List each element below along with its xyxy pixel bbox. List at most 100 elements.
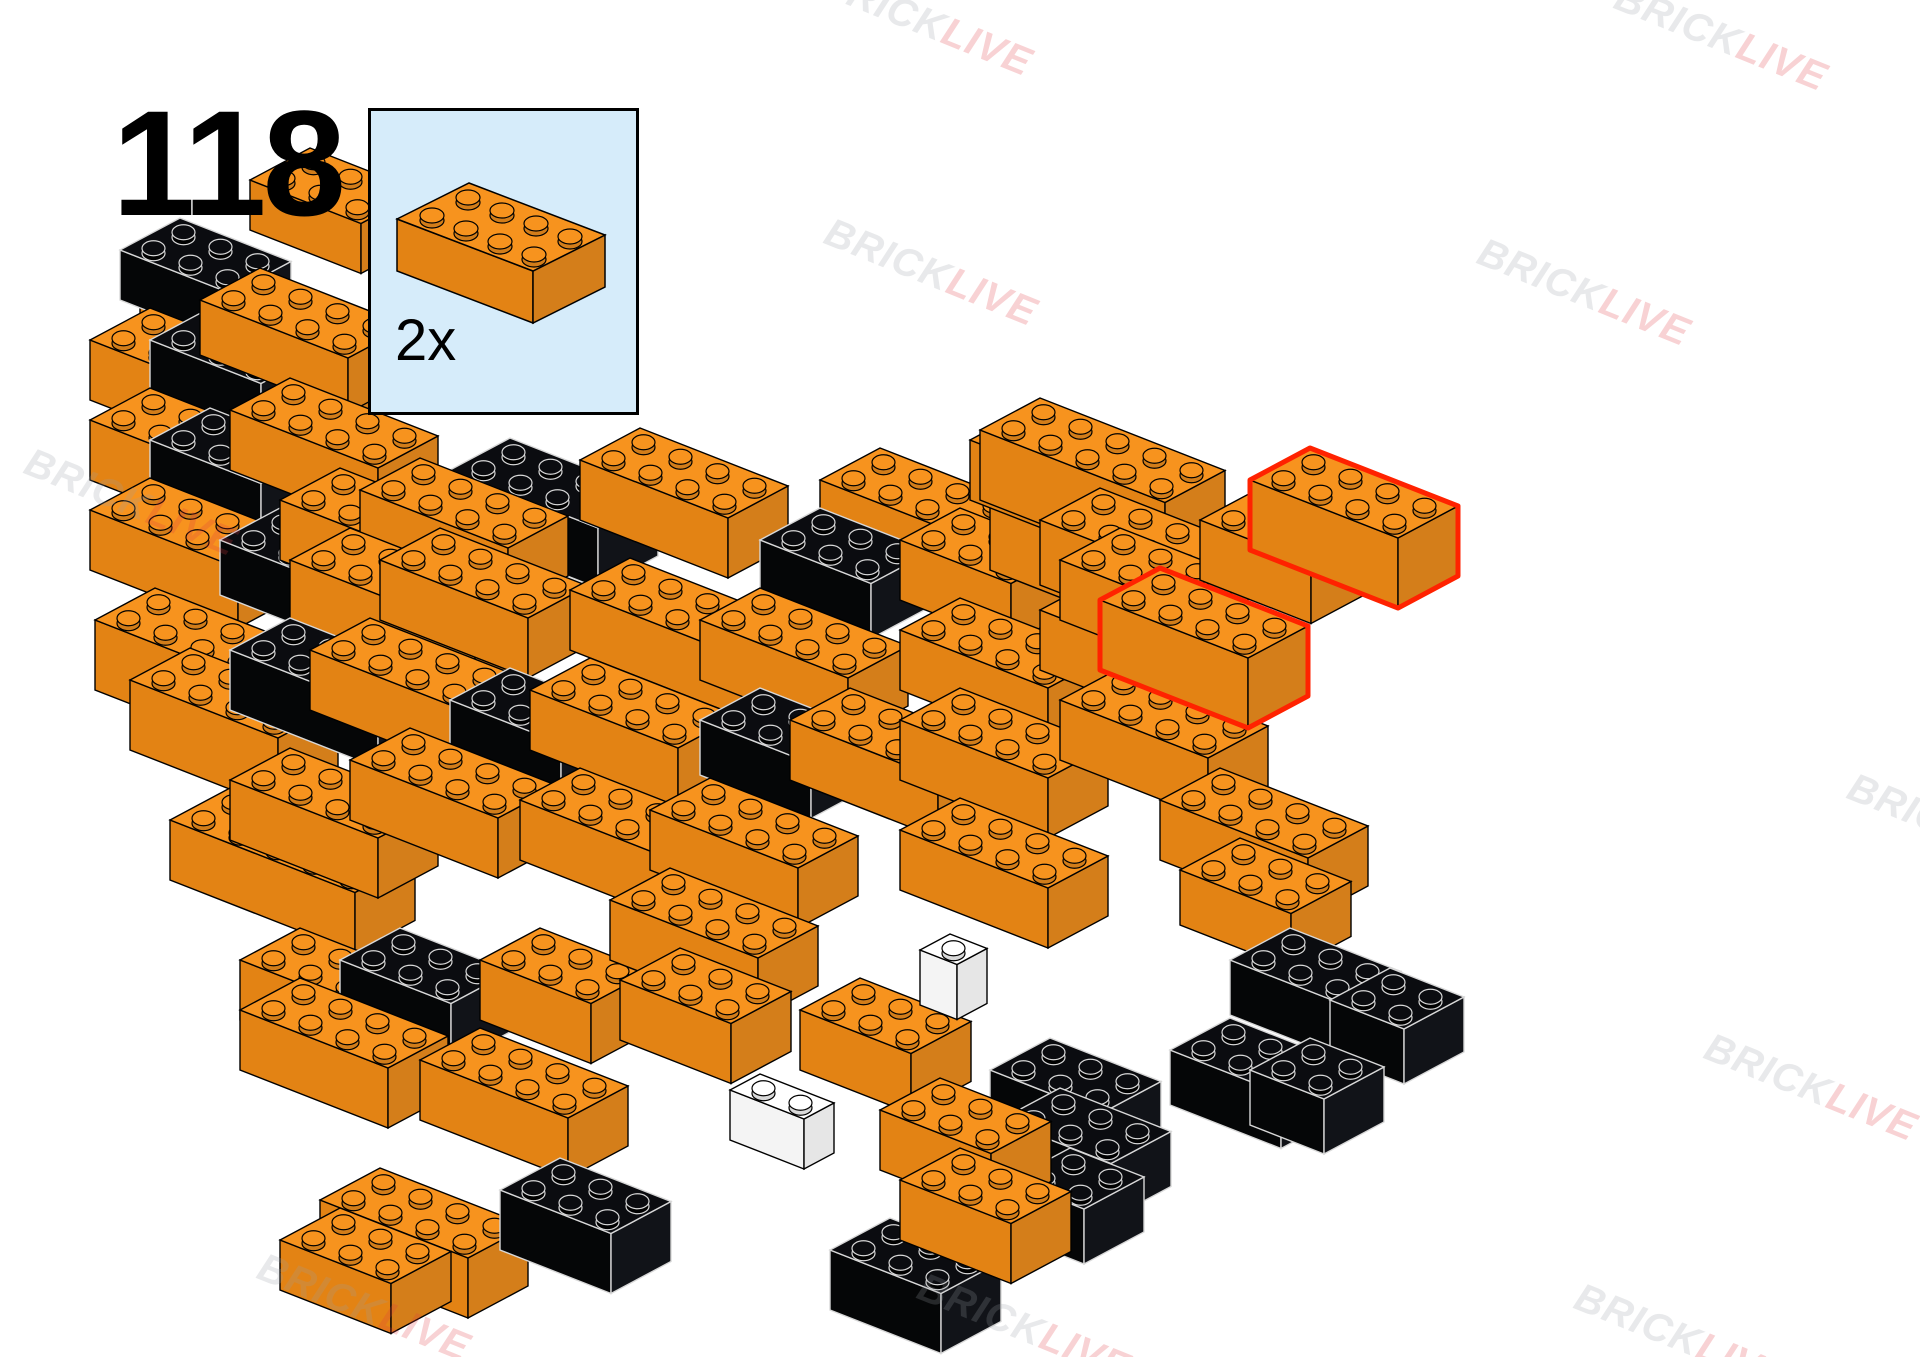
stud bbox=[435, 653, 460, 675]
stud bbox=[455, 509, 480, 531]
stud bbox=[431, 534, 456, 556]
stud bbox=[171, 430, 196, 452]
stud bbox=[958, 834, 983, 856]
stud bbox=[878, 708, 903, 730]
stud bbox=[1091, 494, 1116, 516]
stud bbox=[638, 464, 663, 486]
stud bbox=[628, 594, 653, 616]
stud bbox=[1301, 454, 1326, 476]
stud bbox=[471, 690, 496, 712]
stud bbox=[341, 534, 366, 556]
stud bbox=[742, 933, 767, 955]
stud bbox=[381, 480, 406, 502]
stud bbox=[258, 304, 283, 326]
stud bbox=[1228, 1054, 1253, 1076]
stud bbox=[438, 748, 463, 770]
stud bbox=[411, 464, 436, 486]
stud bbox=[615, 819, 640, 841]
stud bbox=[708, 968, 733, 990]
stud bbox=[758, 624, 783, 646]
stud bbox=[178, 498, 203, 520]
brick-62 bbox=[498, 1157, 673, 1295]
stud bbox=[811, 710, 836, 732]
stud bbox=[141, 314, 166, 336]
stud bbox=[848, 724, 873, 746]
stud bbox=[335, 1029, 360, 1051]
stud bbox=[658, 578, 683, 600]
stud bbox=[1125, 1123, 1150, 1145]
highlight-outline bbox=[1247, 445, 1461, 611]
stud bbox=[1232, 633, 1257, 655]
stud bbox=[795, 639, 820, 661]
brick-46 bbox=[1328, 967, 1466, 1086]
stud bbox=[291, 984, 316, 1006]
stud bbox=[1221, 1024, 1246, 1046]
stud bbox=[191, 810, 216, 832]
stud bbox=[858, 1014, 883, 1036]
stud bbox=[921, 710, 946, 732]
stud bbox=[181, 654, 206, 676]
stud bbox=[788, 1094, 813, 1116]
stud bbox=[475, 763, 500, 785]
stud bbox=[995, 1199, 1020, 1221]
stud bbox=[925, 1013, 950, 1035]
brick-59 bbox=[418, 1027, 630, 1180]
stud bbox=[671, 954, 696, 976]
stud bbox=[365, 1013, 390, 1035]
stud bbox=[915, 499, 940, 521]
stud bbox=[665, 609, 690, 631]
stud bbox=[951, 514, 976, 536]
stud bbox=[208, 238, 233, 260]
stud bbox=[921, 820, 946, 842]
stud bbox=[1032, 753, 1057, 775]
stud bbox=[1322, 817, 1347, 839]
stud bbox=[301, 1230, 326, 1252]
stud bbox=[571, 774, 596, 796]
stud bbox=[438, 564, 463, 586]
stud bbox=[908, 468, 933, 490]
stud bbox=[775, 813, 800, 835]
stud bbox=[251, 640, 276, 662]
stud bbox=[1375, 483, 1400, 505]
stud bbox=[901, 1100, 926, 1122]
stud bbox=[782, 843, 807, 865]
stud bbox=[1338, 1058, 1363, 1080]
stud bbox=[1271, 1060, 1296, 1082]
stud bbox=[1351, 990, 1376, 1012]
stud bbox=[1158, 604, 1183, 626]
stud bbox=[738, 798, 763, 820]
brick-54 bbox=[478, 927, 653, 1065]
stud bbox=[361, 950, 386, 972]
stud bbox=[1382, 513, 1407, 535]
stud bbox=[1292, 833, 1317, 855]
stud bbox=[921, 620, 946, 642]
stud bbox=[631, 434, 656, 456]
stud bbox=[1128, 508, 1153, 530]
stud bbox=[1031, 404, 1056, 426]
stud bbox=[988, 818, 1013, 840]
stud bbox=[1149, 478, 1174, 500]
stud bbox=[441, 1050, 466, 1072]
stud bbox=[445, 1203, 470, 1225]
stud bbox=[678, 984, 703, 1006]
stud bbox=[1095, 1139, 1120, 1161]
stud bbox=[116, 610, 141, 632]
stud bbox=[521, 1180, 546, 1202]
stud bbox=[371, 750, 396, 772]
stud bbox=[938, 1114, 963, 1136]
stud bbox=[1288, 964, 1313, 986]
stud bbox=[551, 1164, 576, 1186]
stud bbox=[541, 790, 566, 812]
stud bbox=[625, 709, 650, 731]
stud bbox=[921, 1170, 946, 1192]
stud bbox=[328, 998, 353, 1020]
stud bbox=[408, 764, 433, 786]
stud bbox=[288, 654, 313, 676]
stud bbox=[318, 768, 343, 790]
stud bbox=[1121, 590, 1146, 612]
stud bbox=[1025, 723, 1050, 745]
stud bbox=[1271, 470, 1296, 492]
stud bbox=[662, 723, 687, 745]
stud bbox=[1255, 819, 1280, 841]
stud bbox=[1192, 733, 1217, 755]
